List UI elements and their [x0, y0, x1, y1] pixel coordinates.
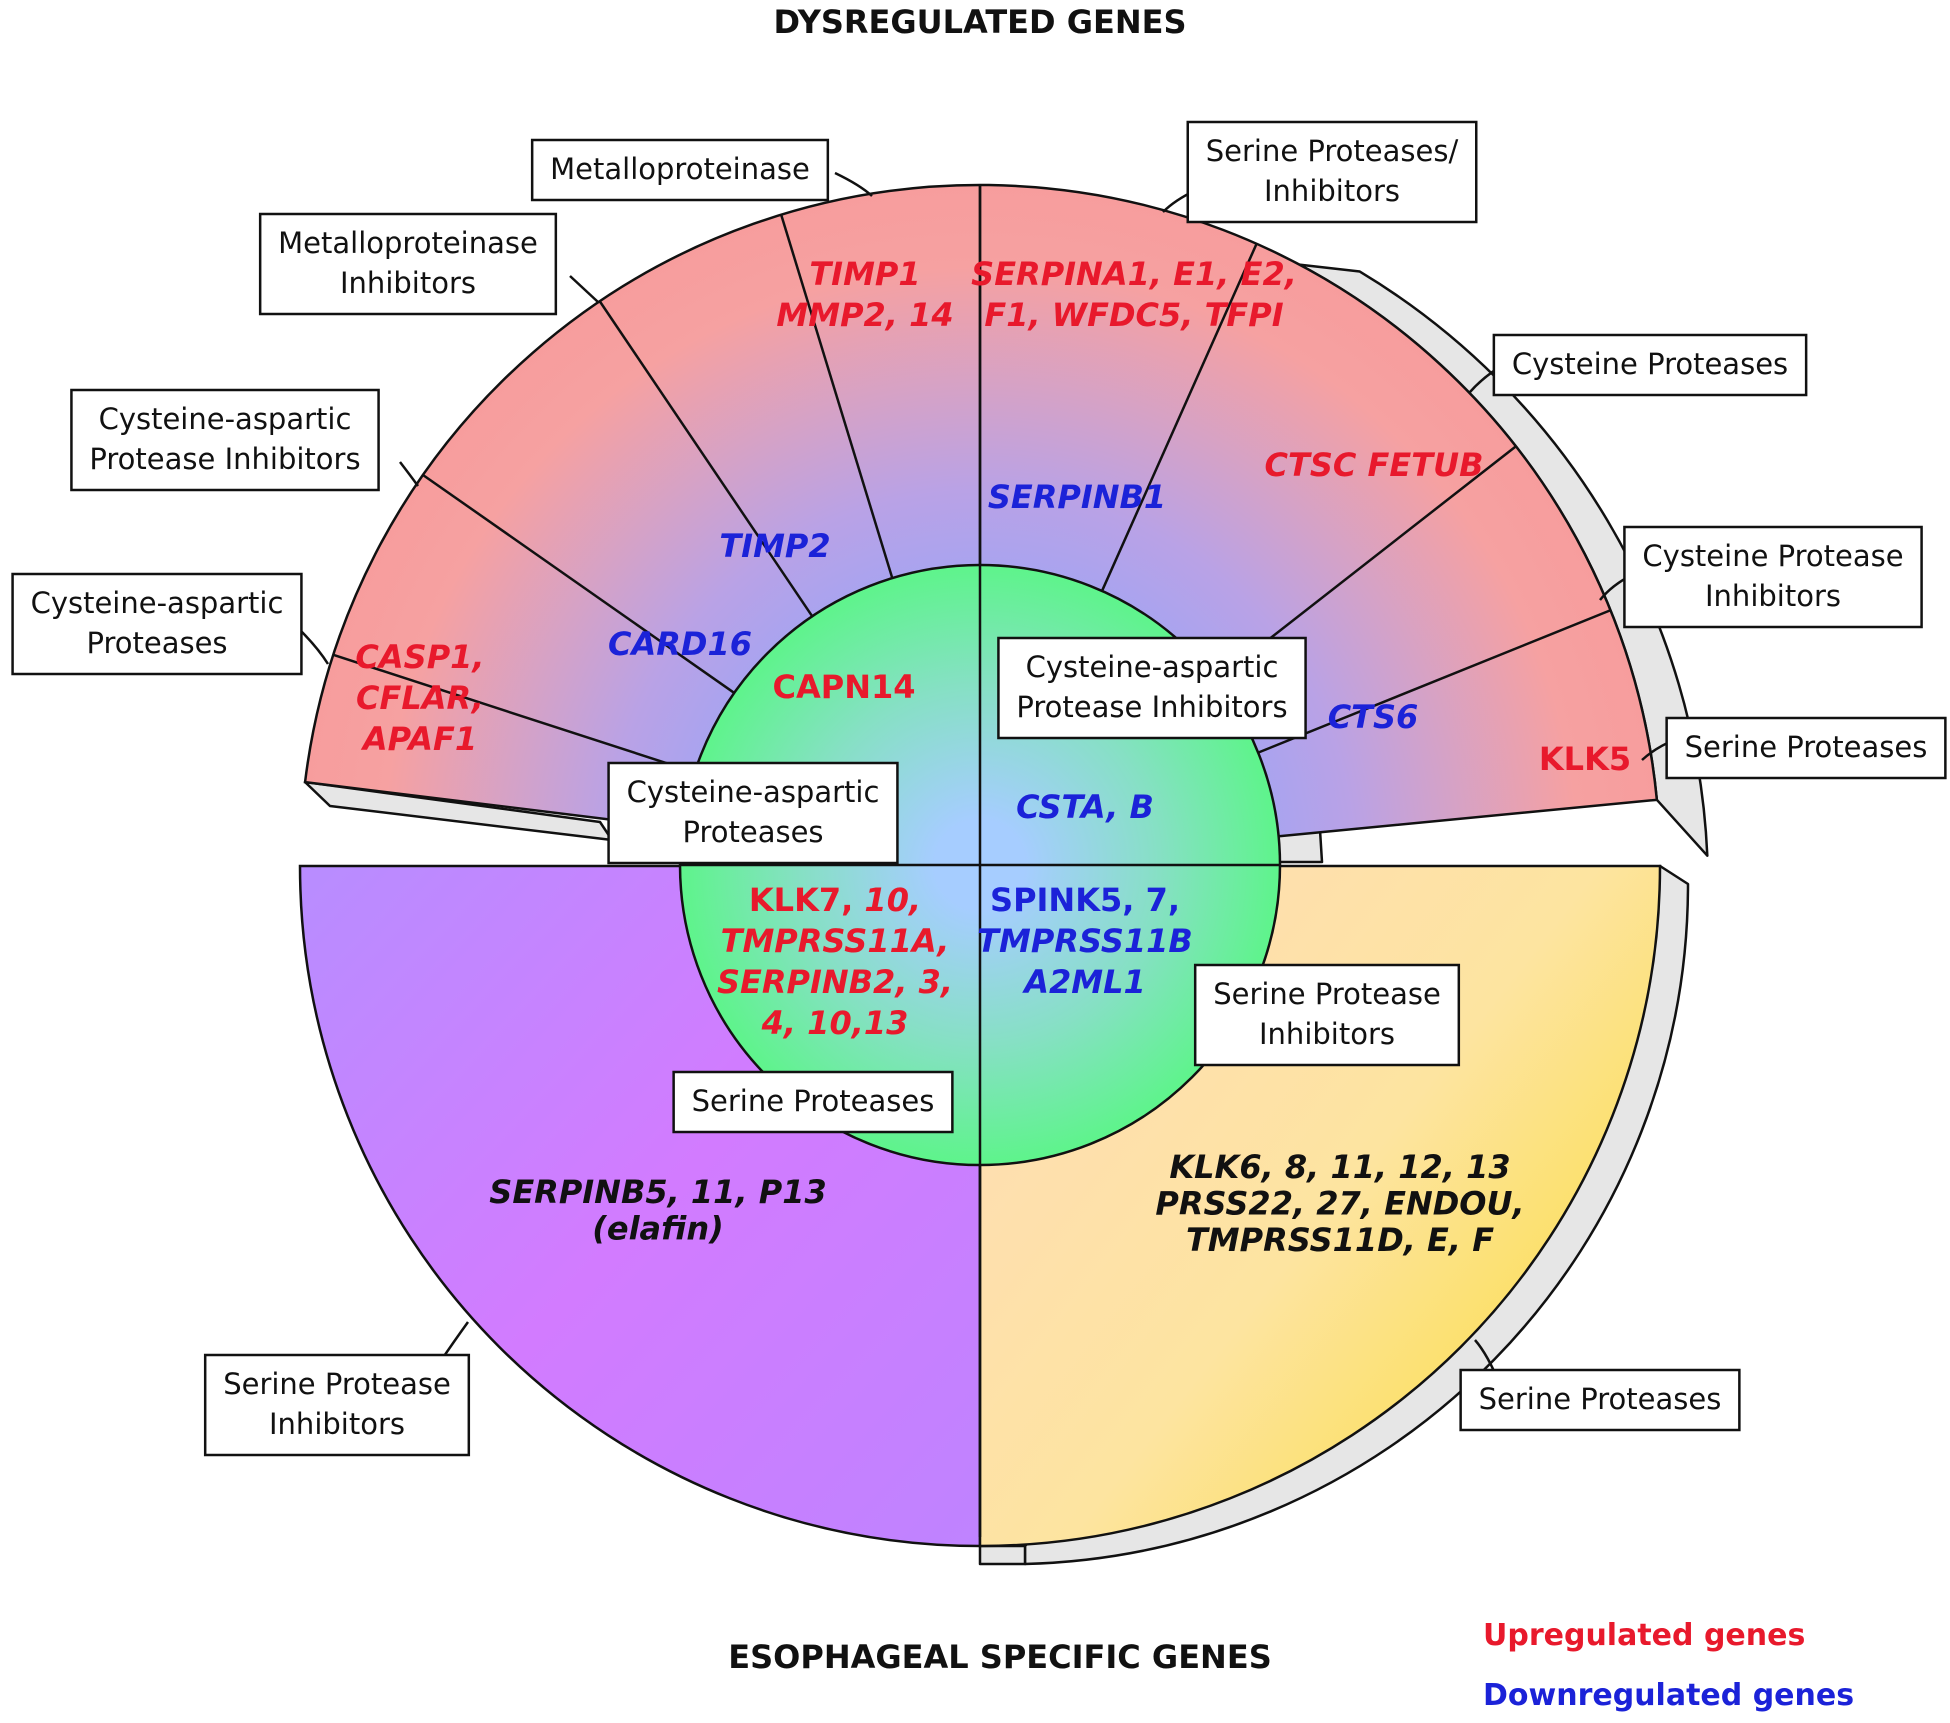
svg-text:Serine Proteases: Serine Proteases	[692, 1084, 935, 1118]
sector-divider	[1100, 243, 1258, 592]
sector-divider	[1257, 609, 1611, 754]
callout-serine-inhib-top: Serine Proteases/Inhibitors	[1162, 120, 1478, 224]
gene-sectors-klk5: KLK5	[1539, 740, 1631, 778]
legend-downregulated: Downregulated genes	[1483, 1678, 1854, 1713]
callout-bottom-right: Serine Proteases	[1459, 1339, 1741, 1432]
sector-divider	[422, 473, 735, 694]
sector-divider	[598, 300, 814, 617]
legend-upregulated: Upregulated genes	[1483, 1618, 1805, 1653]
svg-text:Serine Proteases: Serine Proteases	[1479, 1382, 1722, 1416]
svg-text:Serine Proteases: Serine Proteases	[1685, 730, 1928, 764]
shadow-bottom-foot	[978, 1544, 1027, 1566]
gene-center-csta: CSTA, B	[1016, 788, 1154, 826]
gene-sectors-card_inner: CARD16	[608, 625, 752, 663]
callout-serine-right: Serine Proteases	[1641, 716, 1947, 780]
callout-center-serine: Serine Proteases	[672, 1070, 954, 1134]
bottom-title: ESOPHAGEAL SPECIFIC GENES	[728, 1638, 1271, 1676]
gene-center-klk7: KLK7, 10,TMPRSS11A,SERPINB2, 3,4, 10,13	[717, 881, 953, 1042]
gene-sectors-casp_outer: CASP1,CFLAR,APAF1	[355, 638, 484, 758]
top-title: DYSREGULATED GENES	[773, 3, 1186, 41]
gene-sectors-serpinb1_inner: SERPINB1	[988, 478, 1166, 516]
svg-text:Serine Proteases/Inhibitors: Serine Proteases/Inhibitors	[1206, 134, 1459, 208]
svg-text:Cysteine Proteases: Cysteine Proteases	[1512, 347, 1788, 381]
callout-cysteine-prot: Cysteine Proteases	[1469, 333, 1808, 397]
gene-bottom-left_lines: SERPINB5, 11, P13(elafin)	[489, 1173, 826, 1247]
sector-divider	[779, 214, 894, 579]
callout-metalloproteinase: Metalloproteinase	[530, 138, 873, 202]
gene-sectors-ctsc_outer: CTSC FETUB	[1265, 446, 1484, 484]
gene-sectors-timp2_inner: TIMP2	[719, 527, 830, 565]
svg-text:Metalloproteinase: Metalloproteinase	[550, 152, 810, 186]
gene-sectors-cts6_inner: CTS6	[1328, 698, 1419, 736]
gene-sectors-serpina_outer: SERPINA1, E1, E2,F1, WFDC5, TFPI	[971, 255, 1297, 334]
gene-center-capn14: CAPN14	[772, 668, 915, 706]
sector-dividers	[332, 185, 1611, 1537]
sector-divider	[332, 653, 696, 774]
